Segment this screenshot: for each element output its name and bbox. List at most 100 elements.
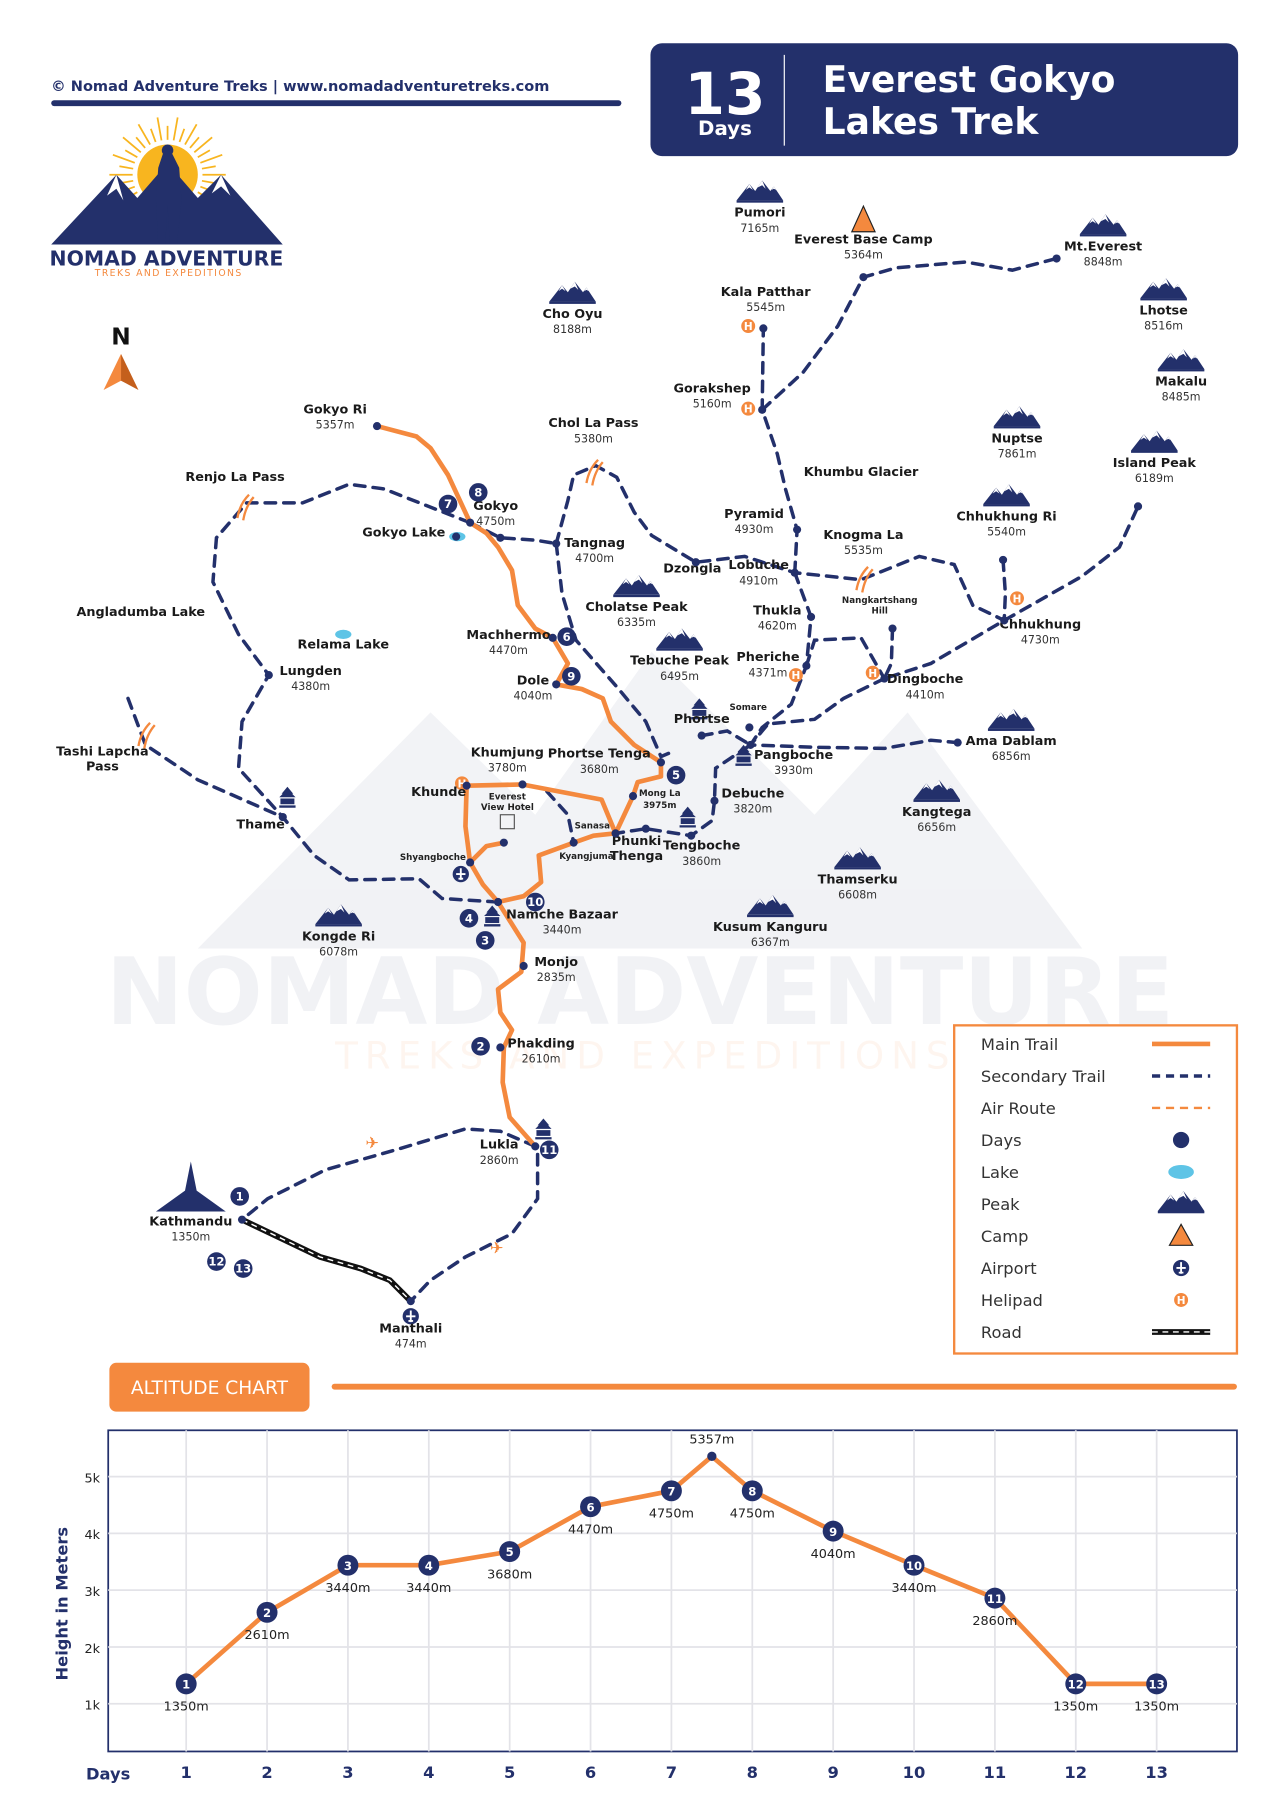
place-name: Khumbu Glacier bbox=[804, 465, 919, 480]
trail-point bbox=[518, 780, 527, 789]
pass-icon bbox=[585, 459, 604, 486]
svg-text:Airport: Airport bbox=[981, 1259, 1037, 1278]
place-elevation: 3780m bbox=[488, 762, 527, 775]
place-name: Tashi Lapcha bbox=[56, 744, 148, 759]
trail-point bbox=[953, 738, 962, 747]
place-name: Phunki bbox=[612, 834, 662, 849]
main-trail bbox=[374, 423, 664, 1149]
peak-icon bbox=[549, 281, 596, 304]
trail-point bbox=[466, 858, 475, 867]
place-elevation: 6335m bbox=[617, 616, 656, 629]
x-tick-label: 13 bbox=[1145, 1763, 1168, 1782]
place-name: Phortse Tenga bbox=[548, 747, 651, 762]
legend-item-day-dot: Days bbox=[981, 1131, 1190, 1150]
place-name: Renjo La Pass bbox=[185, 470, 284, 485]
svg-text:Helipad: Helipad bbox=[981, 1291, 1043, 1310]
data-label: 4470m bbox=[568, 1522, 613, 1537]
place-name: Kala Patthar bbox=[721, 285, 812, 300]
place-name: Kathmandu bbox=[149, 1215, 232, 1230]
place-khunde: Khunde bbox=[411, 776, 469, 800]
watermark-tagline: TREKS AND EXPEDITIONS bbox=[334, 1033, 956, 1077]
data-label: 1350m bbox=[1134, 1700, 1179, 1715]
place-name: Kangtega bbox=[902, 805, 971, 820]
x-tick-label: 11 bbox=[984, 1763, 1007, 1782]
trail-point bbox=[499, 838, 508, 847]
place-elevation: 7165m bbox=[740, 222, 779, 235]
day-marker-2: 2 bbox=[471, 1036, 490, 1056]
place-name: Lobuche bbox=[728, 558, 789, 573]
svg-text:6: 6 bbox=[586, 1500, 594, 1514]
legend-item-airport-icon: Airport bbox=[981, 1259, 1191, 1278]
day-marker-4: 4 bbox=[459, 908, 479, 928]
svg-text:3: 3 bbox=[344, 1559, 352, 1573]
place-name: Makalu bbox=[1155, 374, 1207, 389]
place-elevation: 4040m bbox=[514, 690, 553, 703]
place-name: Pheriche bbox=[736, 650, 799, 665]
camp-icon bbox=[850, 204, 876, 233]
place-elevation: 2835m bbox=[537, 971, 576, 984]
lake-icon bbox=[1168, 1164, 1194, 1179]
trail-point bbox=[452, 532, 461, 541]
place-name: Lhotse bbox=[1139, 303, 1188, 318]
day-marker-9: 9 bbox=[562, 666, 581, 686]
company-logo: NOMAD ADVENTURE TREKS AND EXPEDITIONS bbox=[50, 117, 283, 279]
place-shyangboche: Shyangboche bbox=[400, 853, 470, 884]
place-name: Lungden bbox=[279, 664, 341, 679]
svg-text:5: 5 bbox=[506, 1545, 514, 1559]
trail-point bbox=[656, 758, 666, 767]
trail-point bbox=[552, 539, 561, 548]
trail-point bbox=[793, 525, 802, 534]
place-name: Thame bbox=[236, 818, 285, 833]
pass-icon bbox=[137, 721, 156, 749]
title-banner: 13 Days Everest Gokyo Lakes Trek bbox=[650, 43, 1239, 157]
lake-icon bbox=[335, 629, 352, 640]
day-marker-3: 3 bbox=[475, 931, 495, 950]
place-name: Cholatse Peak bbox=[585, 600, 688, 615]
hotel-icon bbox=[499, 814, 515, 830]
place-kyangjuma: Kyangjuma bbox=[559, 852, 613, 862]
place-elevation: 5380m bbox=[574, 432, 613, 445]
place-elevation: 4410m bbox=[906, 688, 945, 701]
place-thame: Thame bbox=[236, 786, 296, 833]
data-label: 1350m bbox=[164, 1700, 209, 1715]
helipad-icon bbox=[741, 319, 756, 334]
data-label: 1350m bbox=[1053, 1700, 1098, 1715]
svg-text:Lake: Lake bbox=[981, 1163, 1019, 1182]
svg-text:9: 9 bbox=[567, 669, 575, 683]
place-name: Mong La bbox=[639, 789, 681, 799]
place-name: Kyangjuma bbox=[559, 852, 613, 862]
place-name: Tengboche bbox=[663, 839, 741, 854]
trail-point bbox=[496, 533, 505, 542]
day-marker-1: 1 bbox=[230, 1187, 250, 1206]
svg-text:Peak: Peak bbox=[981, 1195, 1020, 1214]
data-label: 4750m bbox=[730, 1507, 775, 1522]
place-name: Mt.Everest bbox=[1064, 239, 1142, 254]
legend-item-air-route-line: Air Route bbox=[981, 1099, 1211, 1118]
place-name: Gokyo Ri bbox=[303, 402, 367, 417]
place-elevation: 5357m bbox=[316, 418, 355, 431]
place-name: Thenga bbox=[610, 849, 663, 864]
place-elevation: 6495m bbox=[660, 670, 699, 683]
